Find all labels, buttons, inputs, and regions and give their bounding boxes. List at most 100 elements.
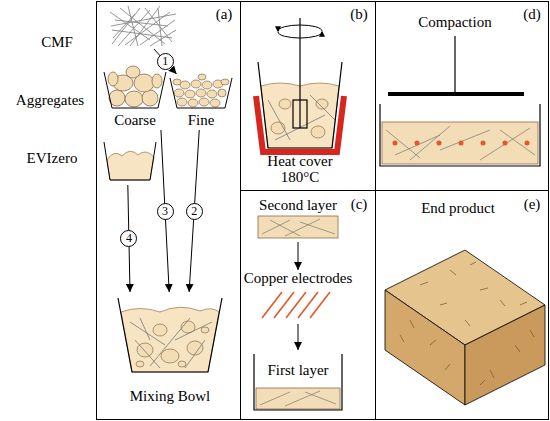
panel-letter: (d) <box>517 6 547 22</box>
compaction-press <box>380 36 540 166</box>
heated-mixer <box>271 122 285 134</box>
fine-bowl <box>177 98 187 106</box>
mixing-bowl <box>153 324 167 336</box>
step-number: 4 <box>120 230 137 247</box>
mixer-node: Heat cover 180°C <box>250 56 350 188</box>
layering <box>254 354 342 410</box>
binder-bowl <box>107 151 154 180</box>
mixing-bowl <box>136 361 144 367</box>
layering <box>262 292 282 318</box>
layer-node: First layer <box>252 350 344 412</box>
fine-bowl <box>210 99 220 107</box>
layering <box>262 220 290 234</box>
layering <box>305 392 336 404</box>
fine-bowl <box>174 89 184 97</box>
product-block <box>450 270 456 275</box>
layering <box>254 216 342 410</box>
product-block <box>490 370 494 378</box>
fine-bowl <box>173 74 229 107</box>
panel-box: (b)Heat cover 180°C <box>240 1 376 191</box>
mixing-bowl <box>136 321 209 367</box>
mixing-bowl <box>135 340 160 368</box>
product-block <box>465 305 545 405</box>
product-block <box>430 340 436 345</box>
bowl-node: Coarse <box>103 66 167 130</box>
product-block <box>520 302 527 305</box>
product-block <box>515 345 520 352</box>
compaction-press <box>503 141 508 146</box>
product-block <box>530 330 534 337</box>
node-label: First layer <box>253 362 343 378</box>
compaction-press <box>480 128 530 160</box>
node-label: Heat cover 180°C <box>260 153 340 185</box>
compaction-press <box>382 122 538 164</box>
layering <box>260 392 290 405</box>
mixing-bowl <box>150 318 190 366</box>
mixing-bowl <box>130 318 212 368</box>
compaction-press <box>500 130 535 155</box>
layering <box>285 219 320 236</box>
layering <box>285 391 320 406</box>
mixing-bowl <box>130 322 165 345</box>
product-block <box>400 262 534 385</box>
layering <box>274 292 294 318</box>
compaction-press <box>410 126 450 160</box>
node-label: Fine <box>171 112 231 128</box>
electrode-node: Copper electrodes <box>250 270 346 324</box>
compaction-press <box>525 141 530 146</box>
layering <box>310 292 330 318</box>
mixing-bowl <box>140 318 150 340</box>
step-number: 3 <box>157 203 174 220</box>
product-block <box>480 288 488 290</box>
product-block <box>500 300 505 306</box>
layering <box>262 219 335 236</box>
coarse-bowl <box>142 90 158 106</box>
product-block <box>445 364 450 370</box>
layering <box>270 220 300 236</box>
panel-heading: Compaction <box>400 14 510 30</box>
row-label: CMF <box>27 34 87 50</box>
compaction-press <box>437 141 442 146</box>
mixing-bowl <box>118 298 222 372</box>
fiber-pile <box>158 8 162 46</box>
layering <box>260 391 336 406</box>
mixing-bowl <box>178 361 186 367</box>
heated-mixer <box>311 126 325 138</box>
fiber-pile <box>130 6 160 46</box>
layering <box>262 292 330 318</box>
compaction-press <box>380 104 540 166</box>
row-label: Aggregates <box>5 92 95 108</box>
layering <box>258 216 338 238</box>
heated-mixer <box>278 32 322 38</box>
flow-arrow <box>298 242 299 270</box>
binder-bowl <box>104 142 156 180</box>
node-label: Mixing Bowl <box>115 388 225 404</box>
heated-mixer <box>268 95 335 140</box>
product-block <box>465 320 470 326</box>
coarse-bowl <box>126 66 140 78</box>
panel-letter: (e) <box>517 196 547 212</box>
fine-bowl <box>196 89 206 97</box>
step-number: 2 <box>186 203 203 220</box>
heated-mixer <box>299 18 300 128</box>
mixing-bowl <box>118 298 222 372</box>
product-block <box>385 250 545 405</box>
mixing-bowl <box>185 340 205 368</box>
compaction-press <box>386 126 535 160</box>
fine-bowl <box>218 89 226 97</box>
panel-box: (e)End product <box>375 190 549 420</box>
coarse-bowl <box>108 72 118 86</box>
fiber-pile <box>113 14 135 38</box>
layering <box>286 292 306 318</box>
product-block <box>440 303 447 305</box>
heated-mixer <box>256 18 344 152</box>
heated-mixer <box>279 99 291 109</box>
compaction-press <box>440 130 490 150</box>
fiber-pile <box>111 14 176 26</box>
product-block <box>420 282 428 285</box>
fine-bowl <box>185 90 195 98</box>
fine-bowl <box>191 80 201 88</box>
